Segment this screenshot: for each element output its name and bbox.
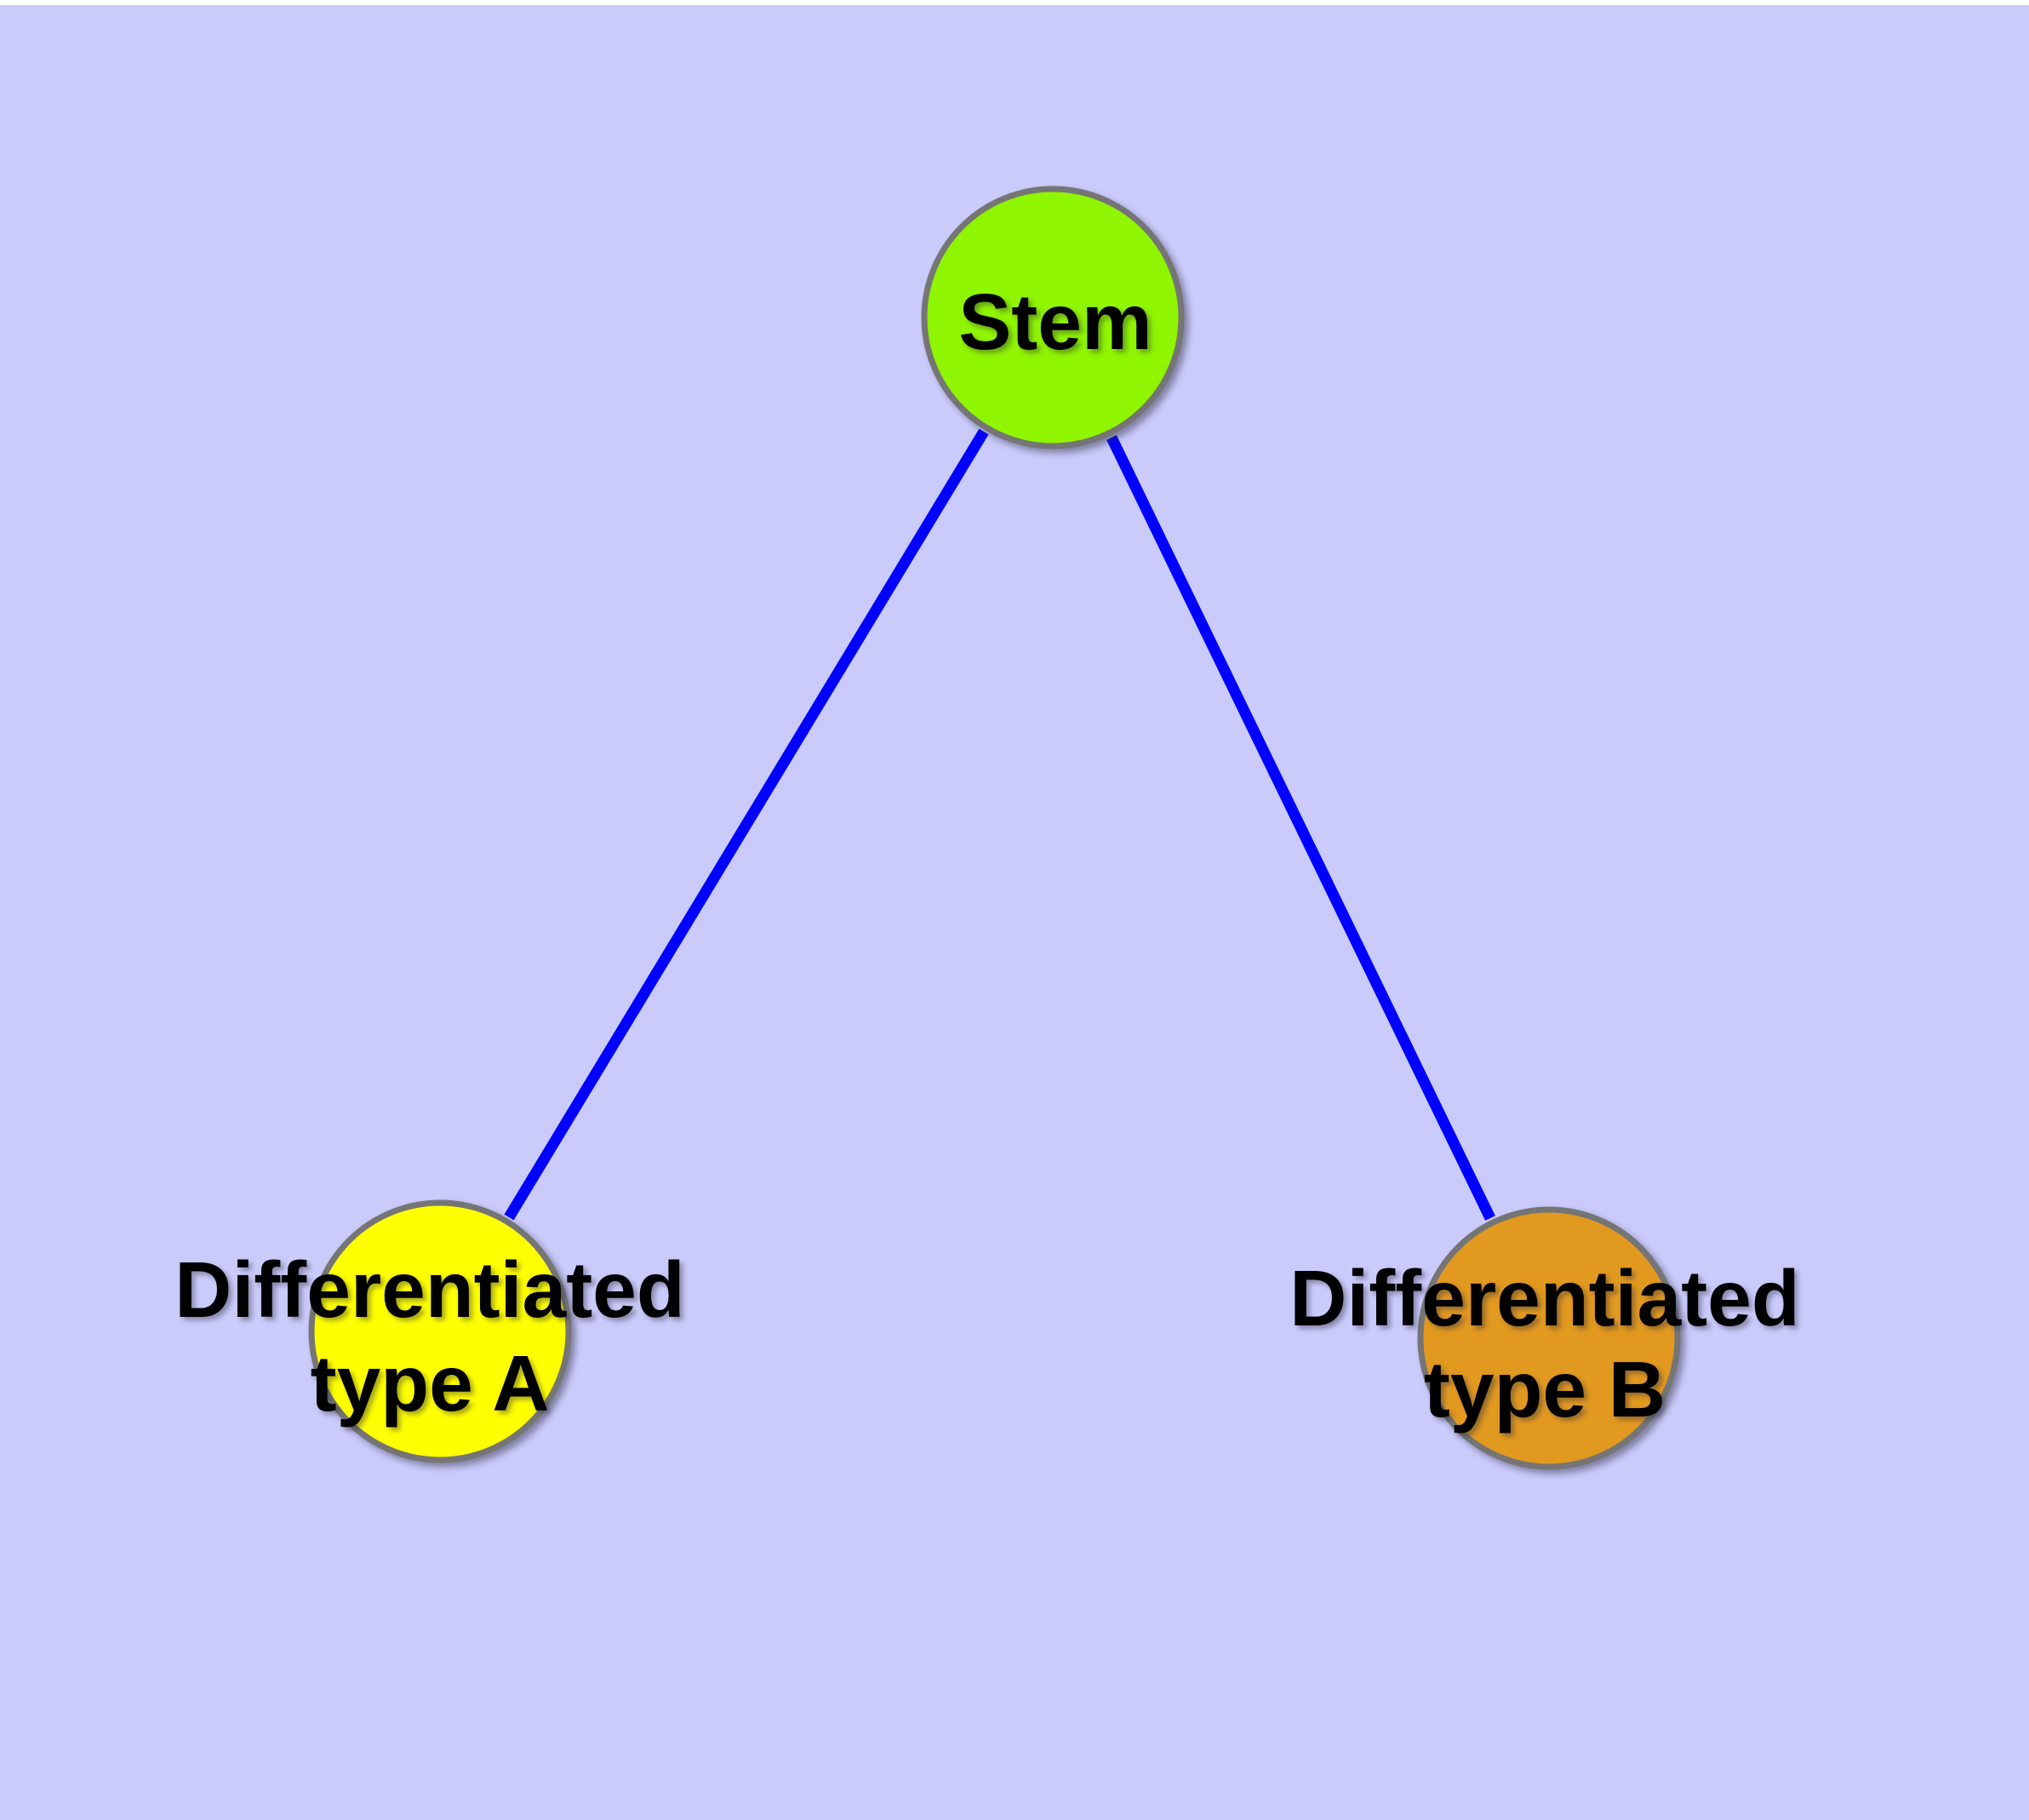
node-type-b-label-line2: type B [1424, 1345, 1666, 1434]
node-differentiated-type-a[interactable]: Differentiated type A [174, 1199, 685, 1463]
node-type-a-circle[interactable] [308, 1199, 572, 1463]
node-stem-circle[interactable] [921, 186, 1185, 449]
node-stem-label: Stem [958, 278, 1152, 366]
node-type-b-circle[interactable] [1417, 1206, 1681, 1470]
edge-stem-to-type-b [1106, 435, 1495, 1221]
node-stem[interactable]: Stem [921, 186, 1185, 449]
edge-group [504, 428, 1495, 1221]
node-type-a-label-line1: Differentiated [174, 1245, 684, 1334]
node-differentiated-type-b[interactable]: Differentiated type B [1289, 1206, 1800, 1470]
node-type-a-label-line2: type A [311, 1339, 550, 1428]
edge-stem-to-type-a [504, 428, 989, 1221]
node-type-b-label-line1: Differentiated [1289, 1254, 1799, 1342]
